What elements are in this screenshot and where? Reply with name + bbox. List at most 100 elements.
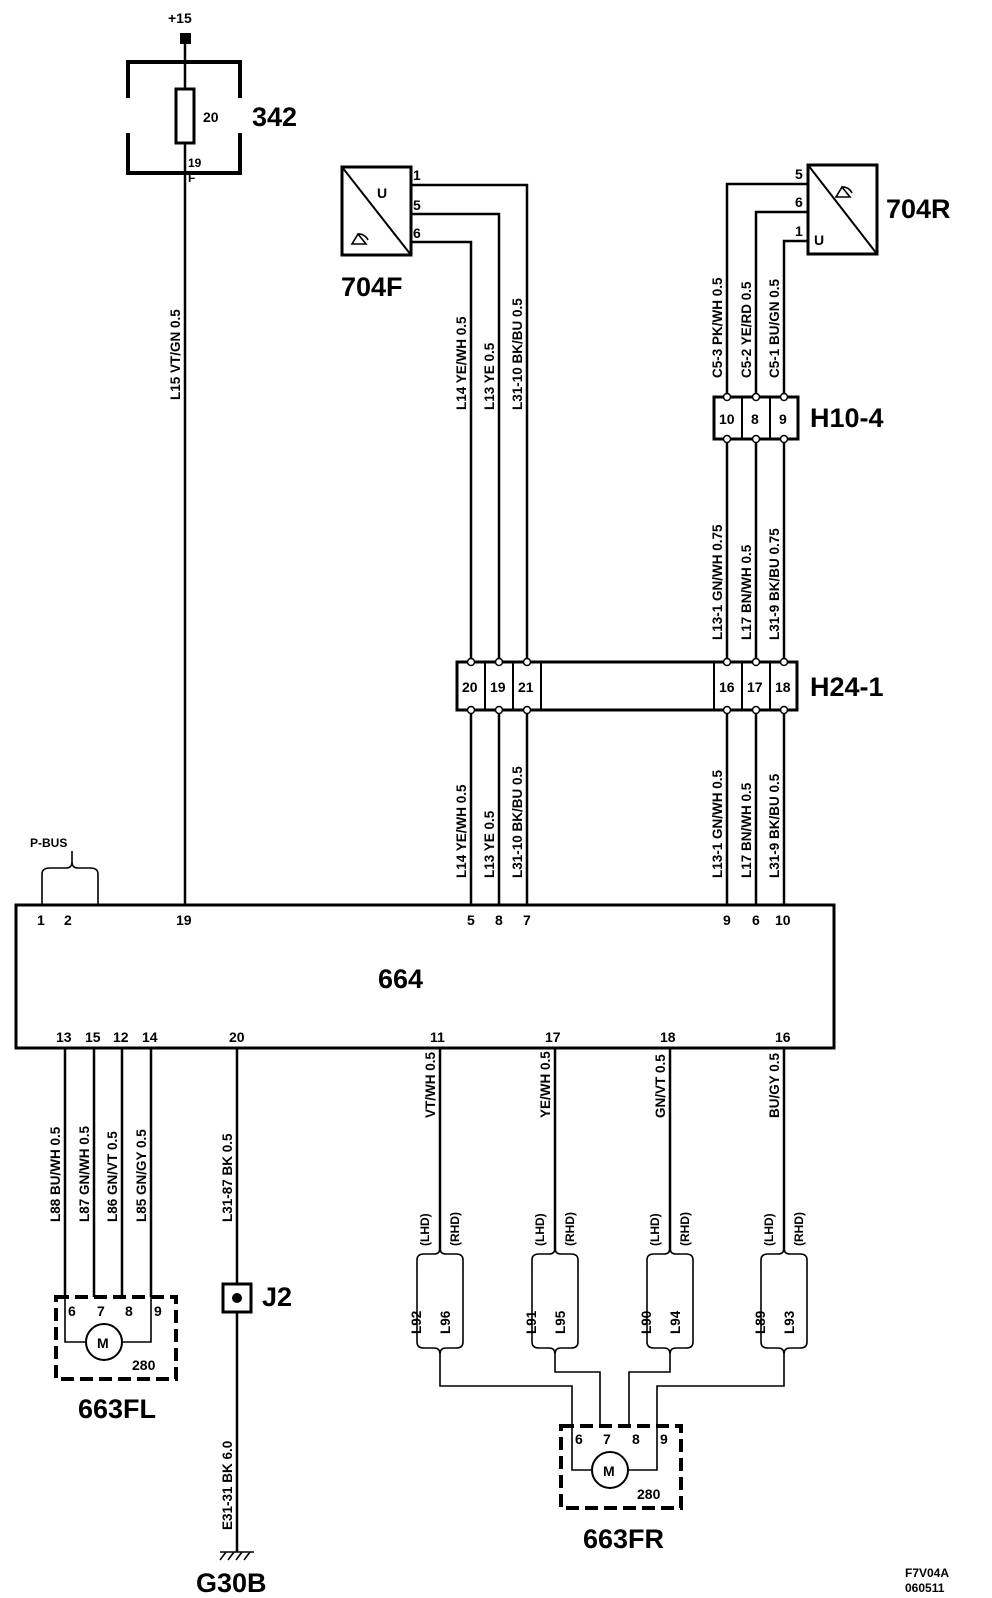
rhd-label: (RHD) (448, 1212, 462, 1246)
h24-1-pin: 21 (518, 679, 534, 695)
lhd-label: (LHD) (762, 1213, 776, 1246)
module-664: 1 2 19 5 8 7 9 6 10 664 13 15 12 14 20 1… (14, 903, 836, 1050)
splice-j2: J2 (221, 1282, 292, 1314)
sensor-704f-pin: 5 (413, 197, 421, 213)
sensor-704f-id: 704F (341, 272, 403, 302)
motor-fl-pin: 7 (97, 1303, 105, 1319)
module-top-pin: 5 (467, 912, 475, 928)
rhd-wire: L94 (668, 1310, 683, 1334)
module-bottom-pin: 20 (229, 1029, 245, 1045)
label-l17-lower: L17 BN/WH 0.5 (739, 782, 754, 878)
motor-fr-pin: 7 (603, 1431, 611, 1447)
lhd-wire: L92 (409, 1311, 424, 1334)
wire-l14 (411, 240, 473, 660)
lhd-label: (LHD) (418, 1213, 432, 1246)
label-l86: L86 GN/VT 0.5 (105, 1131, 120, 1222)
module-top-pin: 6 (752, 912, 760, 928)
lhd-wire: L91 (524, 1310, 539, 1334)
lhd-label: (LHD) (648, 1213, 662, 1246)
sensor-704r-rain-icon (834, 185, 853, 198)
motor-fr-symbol: M (603, 1463, 615, 1479)
wire-fr-pin6 (439, 1354, 573, 1426)
harness-variant-4: BU/GY 0.5 (LHD) (RHD) L89 L93 (753, 1048, 808, 1355)
label-l31-9-lower: L31-9 BK/BU 0.5 (767, 773, 782, 878)
label-l13-lower: L13 YE 0.5 (482, 810, 497, 878)
module-bottom-pin: 18 (660, 1029, 676, 1045)
sensor-704r-pin: 1 (795, 223, 803, 239)
motor-fr-pin: 6 (575, 1431, 583, 1447)
rhd-wire: L93 (782, 1310, 797, 1334)
wire-fr-pin7 (554, 1354, 601, 1426)
label-l14-lower: L14 YE/WH 0.5 (454, 784, 469, 878)
harness-variant-1: VT/WH 0.5 (LHD) (RHD) L92 L96 (409, 1048, 464, 1355)
supply-terminal: +15 (168, 10, 192, 44)
label-vt-wh: VT/WH 0.5 (423, 1051, 438, 1118)
p-bus: P-BUS (30, 836, 99, 905)
sensor-704f-rain-icon (350, 232, 369, 245)
label-l13-1-lower: L13-1 GN/WH 0.5 (710, 769, 725, 878)
motor-fr-id: 663FR (583, 1524, 664, 1554)
wire-c5-2 (754, 210, 808, 397)
motor-663fl: M 6 7 8 9 280 663FL (54, 1295, 178, 1424)
ground-icon (219, 1551, 254, 1561)
sensor-704f-pin: 6 (413, 225, 421, 241)
fuse-342: 20 19 F 342 (125, 60, 297, 185)
harness-variant-2: YE/WH 0.5 (LHD) (RHD) L91 L95 (524, 1048, 579, 1355)
motor-fl-pin: 8 (125, 1303, 133, 1319)
sensor-704r: U 5 6 1 704R (795, 163, 951, 256)
fuse-pin: 19 (188, 156, 202, 170)
rhd-wire: L95 (553, 1310, 568, 1334)
label-l31-9-upper: L31-9 BK/BU 0.75 (767, 528, 782, 640)
h10-4-pin: 10 (719, 411, 735, 427)
module-bottom-pin: 17 (545, 1029, 561, 1045)
label-e31-31: E31-31 BK 6.0 (220, 1441, 235, 1530)
motor-fl-number: 280 (132, 1357, 156, 1373)
motor-fl-pin: 9 (154, 1303, 162, 1319)
harness-variant-3: GN/VT 0.5 (LHD) (RHD) L90 L94 (639, 1048, 694, 1355)
module-bottom-pin: 14 (142, 1029, 158, 1045)
sensor-704f-pin: 1 (413, 167, 421, 183)
sensor-704r-pin: 6 (795, 194, 803, 210)
fuse-tag: F (188, 171, 195, 185)
module-top-pin: 1 (37, 912, 45, 928)
h24-1-pin: 19 (490, 679, 506, 695)
h10-4-pin: 8 (751, 411, 759, 427)
fuse-id: 342 (252, 102, 297, 132)
label-l87: L87 GN/WH 0.5 (77, 1125, 92, 1222)
wire-fr-pin9 (656, 1354, 785, 1426)
module-top-pin: 10 (775, 912, 791, 928)
wire-fr-pin8 (628, 1354, 671, 1426)
motor-fl-id: 663FL (78, 1394, 156, 1424)
motor-fl-symbol: M (97, 1335, 109, 1351)
h24-1-pin: 20 (462, 679, 478, 695)
h24-1-pin: 17 (747, 679, 763, 695)
h24-1-id: H24-1 (810, 672, 884, 702)
sensor-704r-id: 704R (886, 194, 951, 224)
module-top-pin: 19 (176, 912, 192, 928)
label-gn-vt: GN/VT 0.5 (653, 1054, 668, 1118)
label-l31-10-lower: L31-10 BK/BU 0.5 (510, 766, 525, 878)
splice-id: J2 (262, 1282, 292, 1312)
label-l85: L85 GN/GY 0.5 (134, 1129, 149, 1222)
module-top-pin: 7 (523, 912, 531, 928)
h10-4-pin: 9 (779, 411, 787, 427)
connector-h24-1: 20 19 21 16 17 18 H24-1 (455, 657, 884, 715)
h24-1-pin: 16 (719, 679, 735, 695)
label-l14-upper: L14 YE/WH 0.5 (454, 316, 469, 410)
motor-fr-pin: 8 (632, 1431, 640, 1447)
label-l13-upper: L13 YE 0.5 (482, 342, 497, 410)
rhd-wire: L96 (438, 1310, 453, 1334)
label-l31-87: L31-87 BK 0.5 (220, 1133, 235, 1222)
module-top-pin: 2 (64, 912, 72, 928)
lhd-wire: L90 (639, 1311, 654, 1334)
label-ye-wh: YE/WH 0.5 (538, 1051, 553, 1118)
motor-663fr: M 6 7 8 9 280 663FR (559, 1424, 683, 1554)
sensor-704r-symbol: U (814, 232, 824, 248)
module-bottom-pin: 15 (85, 1029, 101, 1045)
module-id: 664 (378, 964, 423, 994)
label-c5-2: C5-2 YE/RD 0.5 (739, 281, 754, 378)
label-l17-upper: L17 BN/WH 0.5 (739, 544, 754, 640)
label-c5-1: C5-1 BU/GN 0.5 (767, 278, 782, 378)
ground-id: G30B (196, 1568, 267, 1598)
